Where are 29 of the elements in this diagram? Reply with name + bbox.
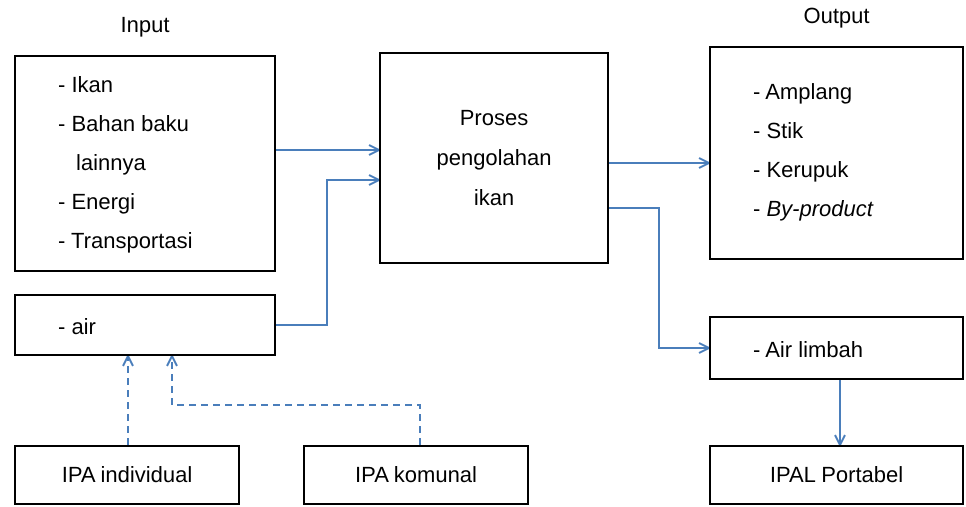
- list-item: - Transportasi: [57, 227, 194, 255]
- arrow: [122, 355, 134, 445]
- list-item: - By-product: [752, 195, 874, 223]
- column-heading: Output: [802, 3, 871, 29]
- process-box: [14, 294, 276, 356]
- box-label: Proses pengolahan ikan: [435, 104, 552, 212]
- process-box: [303, 445, 529, 505]
- box-label: IPA individual: [60, 461, 194, 489]
- list-item: - Stik: [752, 117, 804, 145]
- arrow: [276, 174, 380, 326]
- list-item: - Ikan: [57, 71, 114, 99]
- list-item: - Kerupuk: [752, 156, 850, 184]
- arrow: [609, 207, 710, 354]
- column-heading: Input: [120, 12, 170, 38]
- arrow: [166, 355, 421, 445]
- process-box: [14, 445, 240, 505]
- arrow: [834, 380, 846, 446]
- list-item: - Air limbah: [752, 336, 864, 364]
- list-item: - Energi: [57, 188, 136, 216]
- process-box: [379, 52, 609, 264]
- list-item: - air: [57, 313, 97, 341]
- arrow: [609, 157, 710, 169]
- list-item: - Amplang: [752, 78, 854, 106]
- process-box: [709, 316, 964, 380]
- box-label: IPAL Portabel: [768, 461, 904, 489]
- list-item: - Bahan baku lainnya: [57, 110, 190, 177]
- arrow: [276, 144, 380, 156]
- box-label: IPA komunal: [354, 461, 478, 489]
- process-box: [709, 445, 964, 505]
